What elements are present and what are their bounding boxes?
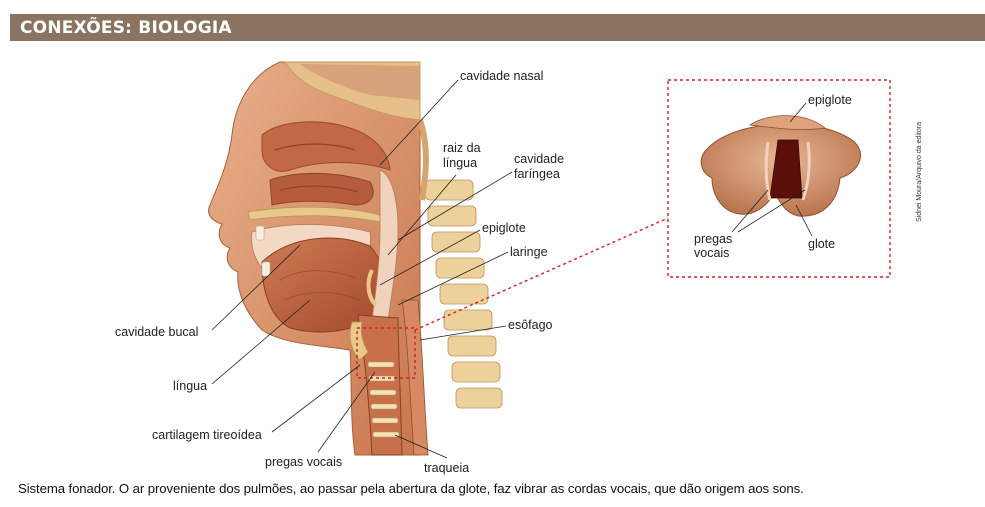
inset-label-epiglote: epiglote bbox=[808, 93, 852, 107]
label-traqueia: traqueia bbox=[424, 461, 469, 475]
label-cavidade-nasal: cavidade nasal bbox=[460, 69, 543, 83]
label-esofago: esôfago bbox=[508, 318, 553, 332]
inset-label-glote: glote bbox=[808, 237, 835, 251]
label-laringe: laringe bbox=[510, 245, 548, 259]
inset-label-pregas-line2: vocais bbox=[694, 246, 729, 260]
label-epiglote: epiglote bbox=[482, 221, 526, 235]
label-raiz-da-lingua-line1: raiz da bbox=[443, 141, 481, 155]
label-cavidade-faringea-line2: faríngea bbox=[514, 167, 560, 181]
figure-caption: Sistema fonador. O ar proveniente dos pu… bbox=[18, 481, 983, 496]
label-raiz-da-lingua-line2: língua bbox=[443, 156, 477, 170]
glottis-inset: epiglote pregas vocais glote bbox=[668, 80, 890, 277]
label-cavidade-faringea-line1: cavidade bbox=[514, 152, 564, 166]
image-credit: Sidnei Moura/Arquivo da editora bbox=[916, 122, 923, 222]
label-pregas-vocais: pregas vocais bbox=[265, 455, 342, 469]
label-cavidade-bucal: cavidade bucal bbox=[115, 325, 198, 339]
label-lingua: língua bbox=[173, 379, 207, 393]
head-cross-section-illustration bbox=[209, 62, 502, 455]
label-cartilagem-tireoidea: cartilagem tireoídea bbox=[152, 428, 262, 442]
inset-label-pregas-line1: pregas bbox=[694, 232, 732, 246]
